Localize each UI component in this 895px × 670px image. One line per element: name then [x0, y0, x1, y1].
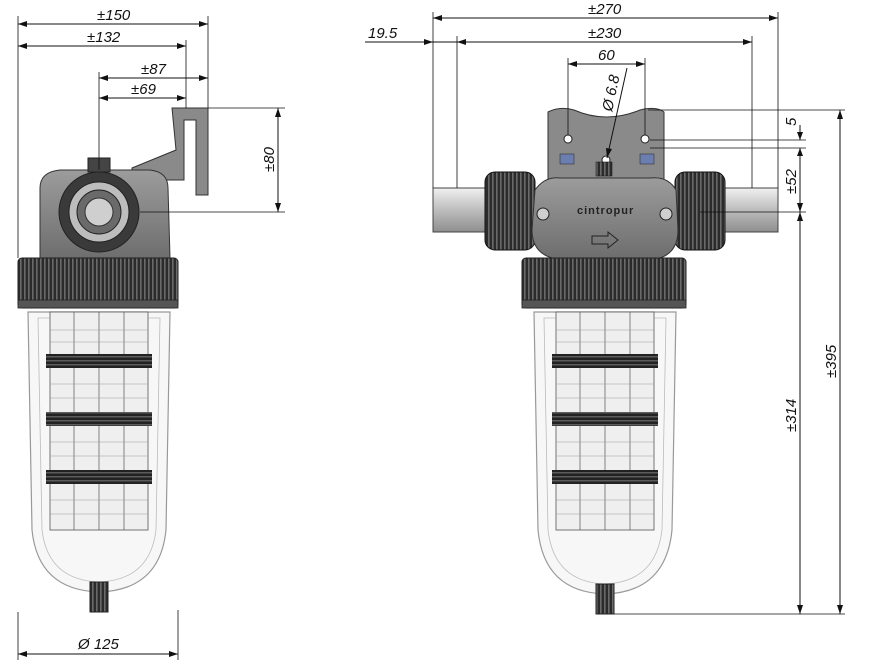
- front-dimensions: ±270 19.5 ±230 60 Ø 6.8 5 ±52: [365, 1, 845, 615]
- dim-label-395: ±395: [823, 344, 840, 378]
- dim-label-150: ±150: [97, 7, 131, 24]
- front-head-body: [531, 177, 679, 259]
- front-left-knob: [484, 171, 536, 251]
- front-flow-arrow: [591, 230, 619, 250]
- front-right-knob: [674, 171, 726, 251]
- front-left-pipe: [432, 187, 494, 233]
- front-right-pipe: [715, 187, 779, 233]
- dim-leader-6-8: [606, 67, 628, 159]
- front-brand-label: cintropur: [577, 205, 634, 217]
- dim-label-6-8: Ø 6.8: [599, 73, 624, 114]
- dim-label-19-5: 19.5: [368, 25, 398, 42]
- dim-label-60: 60: [598, 47, 615, 64]
- side-drain-valve: [89, 581, 109, 613]
- dim-label-52: ±52: [783, 168, 800, 194]
- dim-label-87: ±87: [141, 61, 167, 78]
- front-view: cintropur: [432, 107, 779, 615]
- dim-label-125: Ø 125: [77, 636, 120, 653]
- side-view: [17, 107, 209, 613]
- dim-label-314: ±314: [783, 399, 800, 432]
- dim-label-132: ±132: [87, 29, 121, 46]
- front-drain-valve: [595, 583, 615, 615]
- side-dimensions: ±150 ±132 ±87 ±69 ±80 Ø 125: [17, 7, 285, 660]
- dim-label-270: ±270: [588, 1, 622, 18]
- dim-label-69: ±69: [131, 81, 157, 98]
- dim-label-230: ±230: [588, 25, 622, 42]
- dim-label-80: ±80: [261, 146, 278, 172]
- dim-label-5: 5: [783, 117, 800, 126]
